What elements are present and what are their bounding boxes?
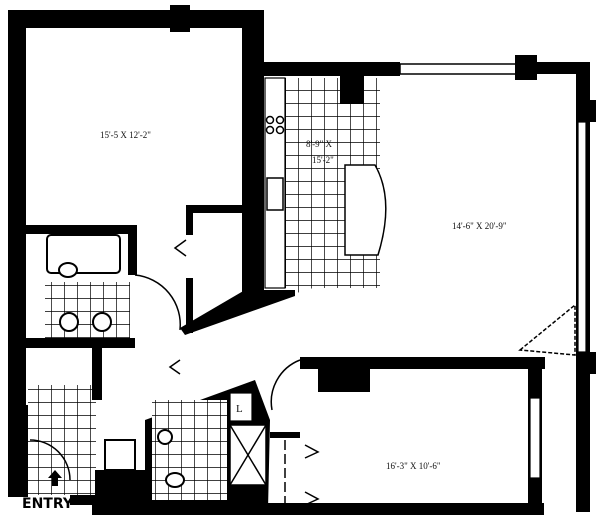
living-room-dimensions: 14'-6" X 20'-9" [452, 221, 507, 231]
stove [265, 115, 285, 135]
walls: L [8, 5, 596, 515]
closet-arrow-2 [304, 491, 320, 506]
toilet-1 [58, 262, 78, 278]
bedroom-2-window [529, 397, 541, 479]
closet-arrow-1 [304, 444, 320, 459]
hall-closet-top [186, 205, 246, 213]
kitchen-dimensions-line2: 15'-2" [312, 155, 334, 165]
bedroom-2-door [270, 359, 301, 411]
hall-closet-door-arrow [173, 239, 187, 257]
sink-1b [92, 312, 112, 332]
laundry-label: L [236, 403, 243, 415]
bedroom-2-left-wall [270, 432, 300, 438]
right-window [577, 121, 587, 353]
top-right-pillar [515, 55, 537, 80]
bath-1-bottom-wall [20, 338, 135, 348]
entry-arrow-icon [48, 470, 62, 486]
closet-tile-floor [28, 385, 96, 495]
left-lower-wall [8, 405, 28, 497]
entry-label: ENTRY [22, 496, 74, 512]
top-bedroom-wall [8, 10, 258, 28]
bathtub [46, 234, 121, 274]
bath-1-right-wall [128, 225, 137, 275]
bath-1-tile-floor [45, 282, 130, 342]
top-pillar [170, 5, 190, 32]
closet-door [29, 439, 71, 481]
top-window [399, 63, 519, 75]
hall-closet-left-bottom [186, 278, 193, 333]
bedroom-2-dimensions: 16'-3" X 10'-6" [386, 461, 441, 471]
sink-2 [157, 429, 173, 445]
fireplace-corner [518, 303, 576, 356]
kitchen-pillar [340, 76, 364, 104]
bath-2-interior [152, 400, 227, 500]
laundry-closet [229, 392, 253, 422]
bedroom-2-pillar [318, 360, 370, 392]
mechanical-box [104, 439, 136, 471]
kitchen-island [344, 164, 387, 256]
bath-1-top-wall [20, 225, 135, 234]
right-pillar-1 [576, 100, 596, 122]
diagonal-wall [180, 290, 295, 335]
hall-arrow [168, 359, 181, 375]
closet-wall-right-lower [70, 495, 100, 505]
right-pillar-2 [576, 352, 596, 374]
shower-x [229, 424, 267, 486]
bedroom-kitchen-wall [242, 10, 264, 295]
closet-right-wall [92, 345, 102, 400]
kitchen-sink [266, 177, 284, 211]
left-outer-wall [8, 10, 26, 410]
bedroom-1-dimensions: 15'-5 X 12'-2" [100, 130, 151, 140]
sink-1a [59, 312, 79, 332]
kitchen-dimensions-line1: 8'-9" X [306, 139, 333, 149]
bath-1-door [134, 274, 182, 331]
toilet-2 [165, 472, 185, 488]
kitchen-top-wall [258, 62, 400, 76]
hall-closet-left-top [186, 205, 193, 235]
